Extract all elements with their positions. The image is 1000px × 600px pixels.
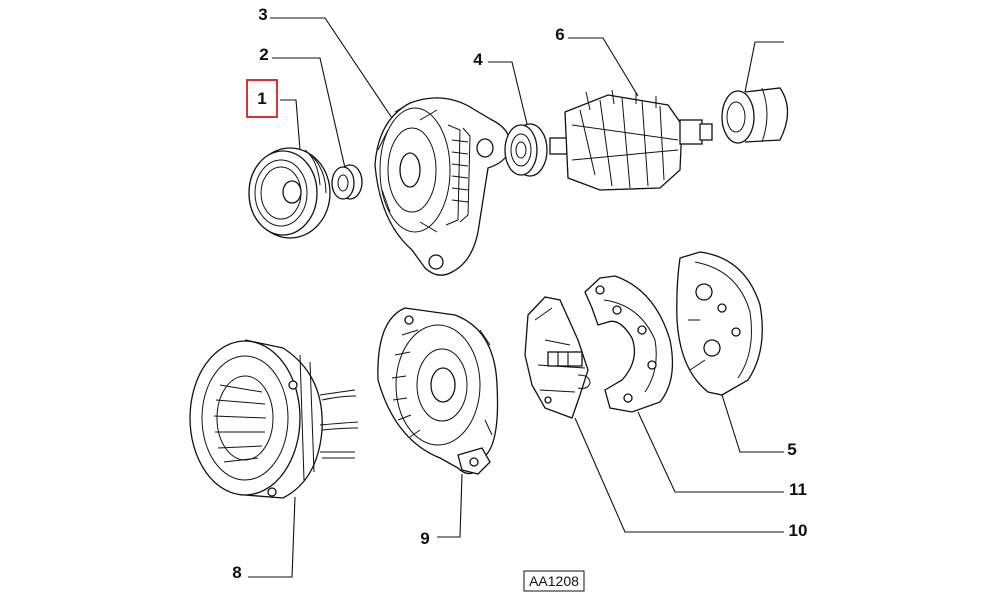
callout-2[interactable]: 2 <box>259 45 268 64</box>
part-stator[interactable] <box>189 339 359 499</box>
part-front-housing[interactable] <box>374 97 511 276</box>
callout-8[interactable]: 8 <box>232 563 241 582</box>
part-rectifier[interactable] <box>584 275 674 413</box>
reference-code-box: AA1208 <box>523 570 585 592</box>
part-bearing[interactable] <box>504 123 548 177</box>
callout-4[interactable]: 4 <box>473 50 483 69</box>
callout-9[interactable]: 9 <box>420 529 429 548</box>
callout-labels: 1 2 3 4 5 6 8 9 10 11 <box>232 5 807 582</box>
part-regulator[interactable] <box>524 296 591 419</box>
callout-1[interactable]: 1 <box>257 89 266 108</box>
callout-highlight-box <box>246 79 278 118</box>
part-pulley[interactable] <box>248 147 331 239</box>
part-rear-cover[interactable] <box>676 251 763 396</box>
callout-5[interactable]: 5 <box>787 440 796 459</box>
part-collar[interactable] <box>721 87 789 144</box>
leader-lines <box>248 17 784 578</box>
callout-3[interactable]: 3 <box>258 5 267 24</box>
part-rotor[interactable] <box>549 89 713 191</box>
callout-6[interactable]: 6 <box>555 25 564 44</box>
reference-code: AA1208 <box>529 573 579 589</box>
callout-10[interactable]: 10 <box>789 521 808 540</box>
callout-11[interactable]: 11 <box>789 480 807 499</box>
part-rear-housing[interactable] <box>377 307 499 475</box>
part-spacer[interactable] <box>331 164 363 200</box>
